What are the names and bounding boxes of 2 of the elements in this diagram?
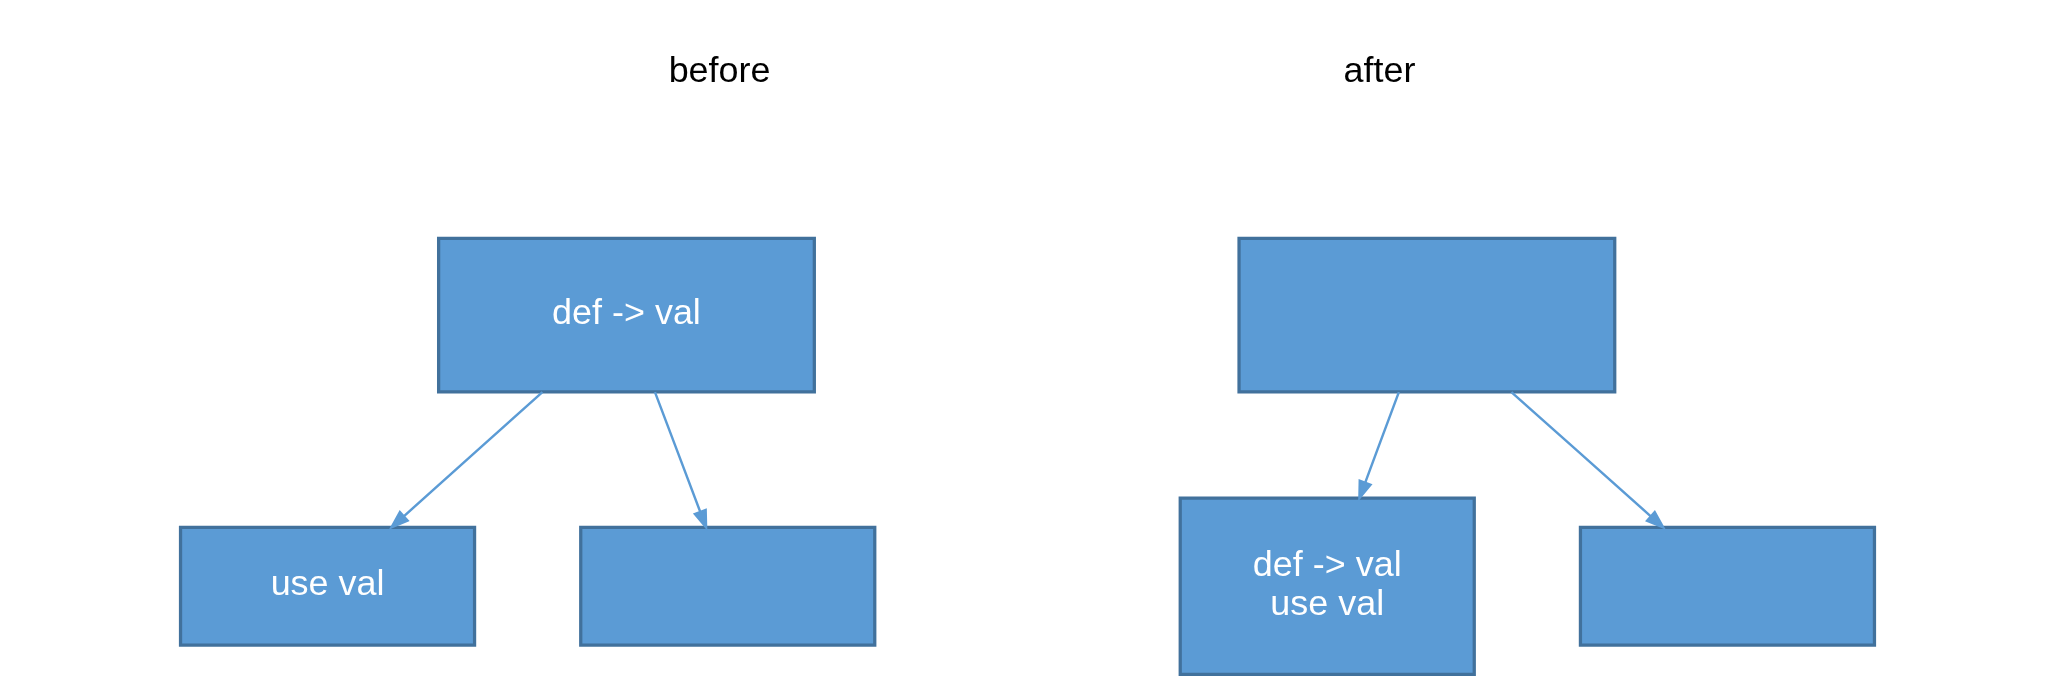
label: before [668, 49, 771, 91]
label: after [1343, 49, 1415, 91]
